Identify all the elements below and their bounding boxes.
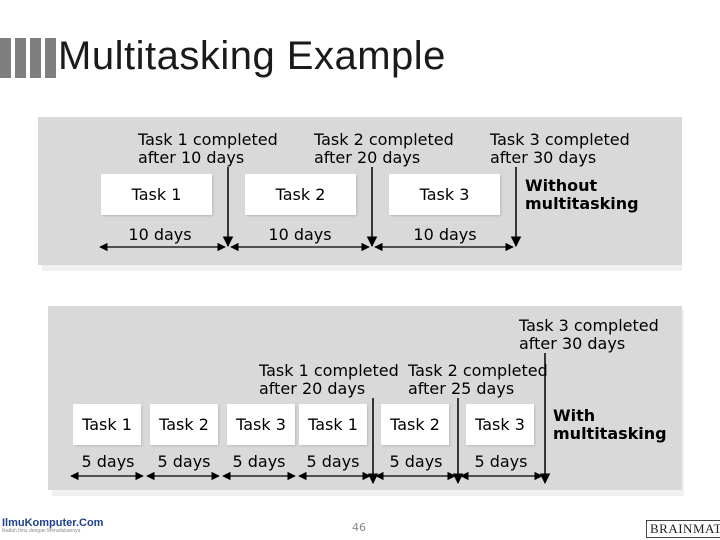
completion-line1: Task 1 completed [138,130,278,149]
with-duration-5: 5 days [389,452,443,471]
with-completion-1: Task 1 completed after 20 days [259,362,399,398]
title-decoration-bar-3 [30,38,41,78]
completion-line2: after 30 days [490,148,597,167]
completion-line2: after 20 days [314,148,421,167]
completion-line2: after 20 days [259,379,366,398]
with-task-box-1: Task 1 [73,404,141,445]
label-line2: multitasking [553,424,667,443]
completion-line1: Task 1 completed [259,361,399,380]
with-task-box-4: Task 1 [299,404,367,445]
with-task-box-6: Task 3 [466,404,534,445]
completion-line1: Task 3 completed [519,316,659,335]
label-line1: Without [525,176,598,195]
with-duration-2: 5 days [157,452,211,471]
without-duration-1: 10 days [128,225,192,244]
completion-line1: Task 3 completed [490,130,630,149]
label-line2: multitasking [525,194,639,213]
completion-line1: Task 2 completed [408,361,548,380]
without-task-box-3: Task 3 [389,174,500,215]
completion-line1: Task 2 completed [314,130,454,149]
without-duration-2: 10 days [268,225,332,244]
without-task-box-2: Task 2 [245,174,356,215]
completion-line2: after 30 days [519,334,626,353]
with-completion-2: Task 2 completed after 25 days [408,362,548,398]
without-completion-2: Task 2 completed after 20 days [314,131,454,167]
title-decoration-bar-2 [15,38,26,78]
with-completion-3: Task 3 completed after 30 days [519,317,659,353]
with-task-box-2: Task 2 [150,404,218,445]
slide-title: Multitasking Example [58,34,446,78]
page-number: 46 [352,521,366,534]
ilmukomputer-tagline: Ikatlah Ilmu dengan Menuliskannya [2,528,81,534]
without-duration-3: 10 days [413,225,477,244]
ilmukomputer-logo-text: IlmuKomputer.Com [2,517,104,529]
ilmukomputer-logo: IlmuKomputer.Com Ikatlah Ilmu dengan Men… [2,517,103,534]
without-completion-3: Task 3 completed after 30 days [490,131,630,167]
with-multitasking-panel [48,306,682,490]
with-task-box-5: Task 2 [381,404,449,445]
without-completion-1: Task 1 completed after 10 days [138,131,278,167]
label-line1: With [553,406,596,425]
completion-line2: after 10 days [138,148,245,167]
without-multitasking-label: Without multitasking [525,177,639,213]
with-duration-6: 5 days [474,452,528,471]
with-multitasking-label: With multitasking [553,407,667,443]
with-duration-1: 5 days [81,452,135,471]
with-duration-3: 5 days [232,452,286,471]
with-duration-4: 5 days [306,452,360,471]
brainmatics-logo: BRAINMATICS [646,520,720,538]
without-task-box-1: Task 1 [101,174,212,215]
title-decoration-bar-4 [45,38,56,78]
with-task-box-3: Task 3 [227,404,295,445]
title-decoration-bar-1 [0,38,11,78]
completion-line2: after 25 days [408,379,515,398]
